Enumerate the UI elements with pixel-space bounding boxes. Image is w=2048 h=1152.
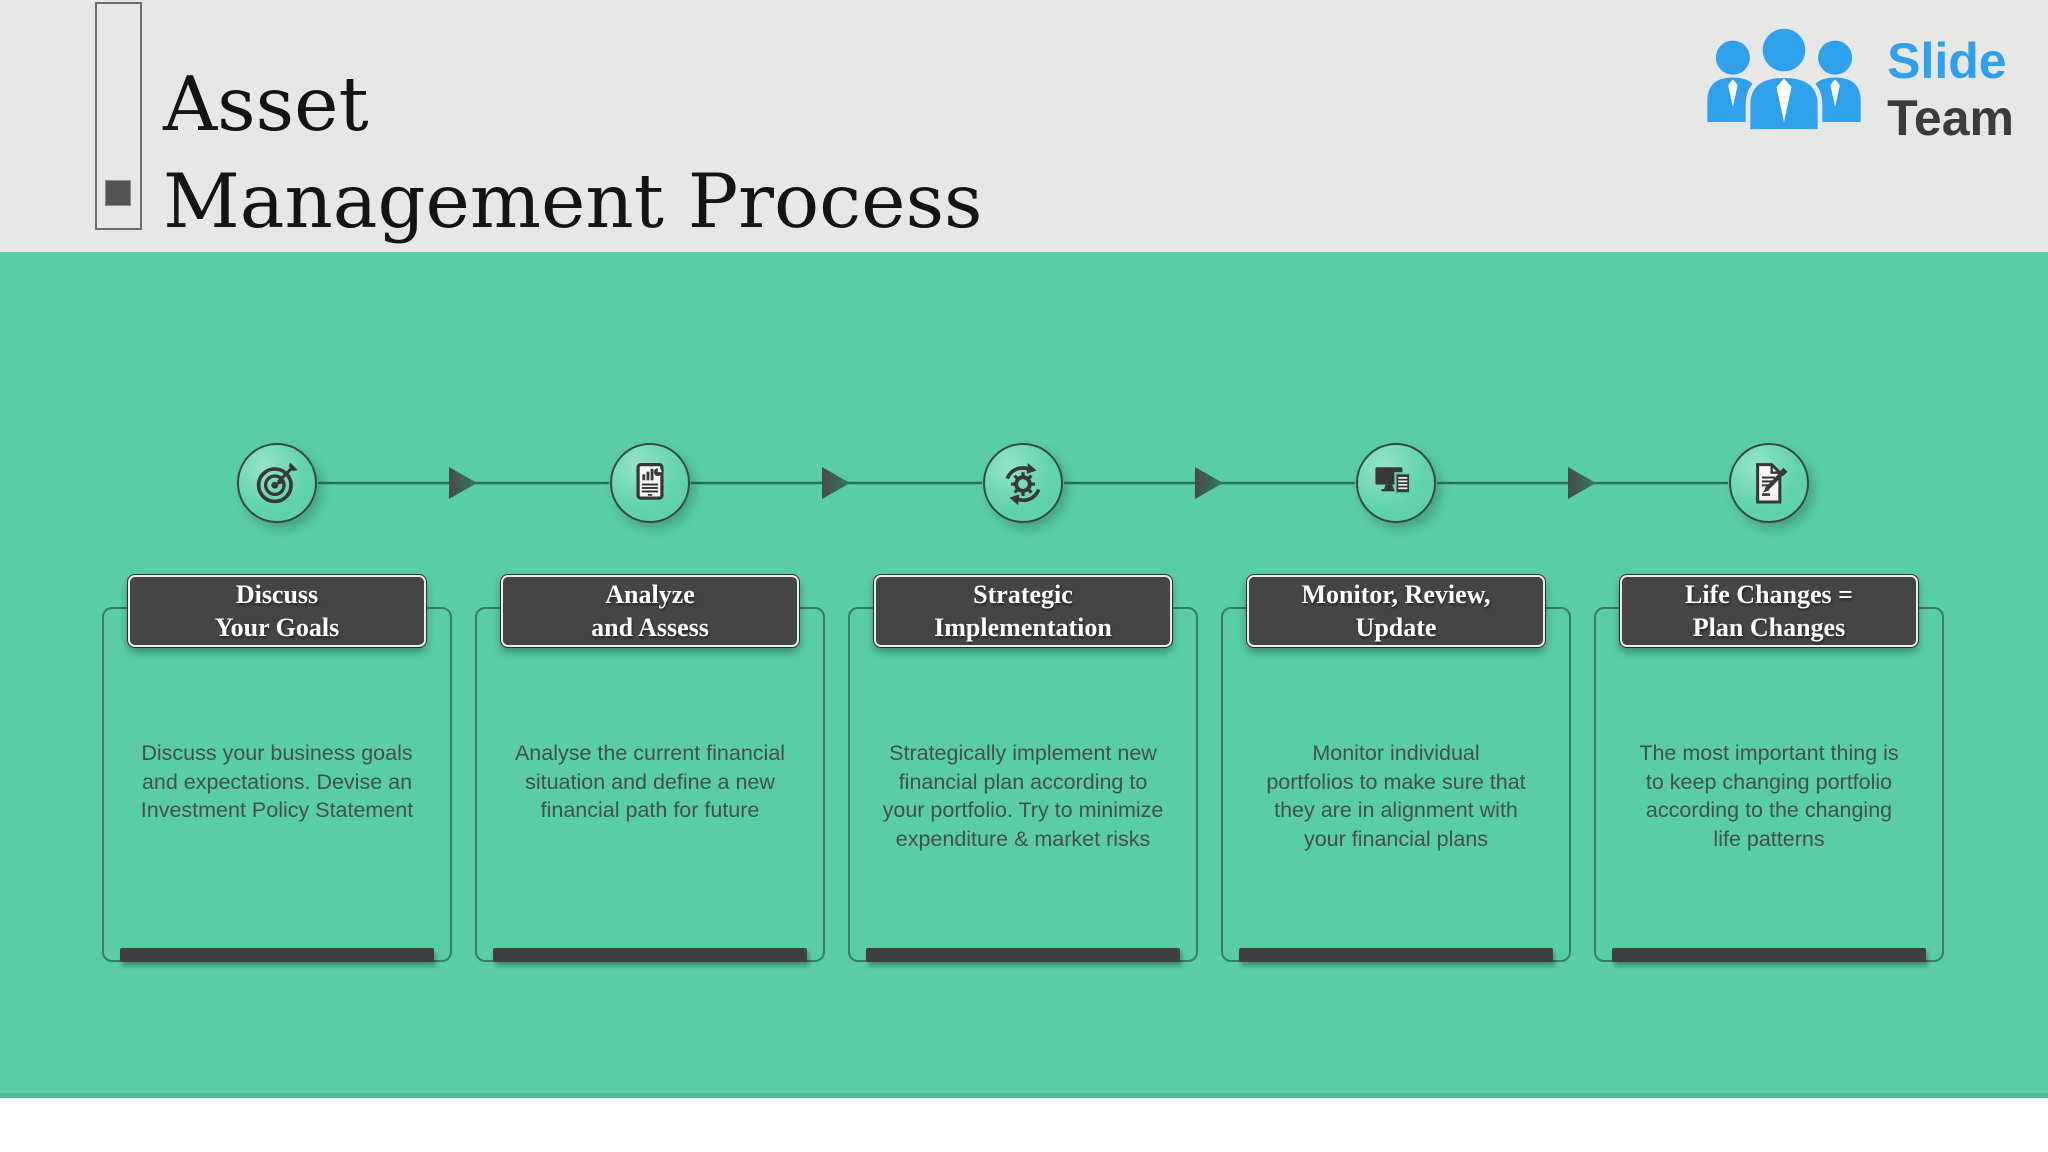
step-1-description: Discuss your business goals and expectat…	[140, 741, 414, 822]
step-1-card: Discuss your business goals and expectat…	[102, 607, 452, 962]
bullet-square	[105, 180, 131, 206]
step-5-title-box: Life Changes = Plan Changes	[1620, 575, 1918, 647]
step-1-footer-bar	[120, 948, 434, 962]
step-4-footer-bar	[1239, 948, 1553, 962]
target-icon	[251, 457, 303, 509]
step-5-title: Life Changes = Plan Changes	[1685, 580, 1853, 642]
step-2-title-box: Analyze and Assess	[501, 575, 799, 647]
step-1-title-box: Discuss Your Goals	[128, 575, 426, 647]
step-1-title: Discuss Your Goals	[214, 580, 340, 642]
step-2-card: Analyse the current financial situation …	[475, 607, 825, 962]
step-5-card: The most important thing is to keep chan…	[1594, 607, 1944, 962]
logo-text: Slide Team	[1887, 33, 2014, 147]
step-1-icon-circle	[237, 443, 317, 523]
slideteam-logo: Slide Team	[1689, 16, 2014, 163]
team-people-icon	[1689, 16, 1879, 163]
logo-word-team: Team	[1887, 89, 2014, 146]
step-2-title: Analyze and Assess	[591, 580, 709, 642]
step-3-title-box: Strategic Implementation	[874, 575, 1172, 647]
step-4-icon-circle	[1356, 443, 1436, 523]
monitor-report-icon	[1370, 457, 1422, 509]
step-4-title: Monitor, Review, Update	[1301, 580, 1491, 642]
step-2-icon-circle	[610, 443, 690, 523]
step-3-footer-bar	[866, 948, 1180, 962]
logo-word-slide: Slide	[1887, 32, 2007, 89]
step-4-card: Monitor individual portfolios to make su…	[1221, 607, 1571, 962]
step-4-description: Monitor individual portfolios to make su…	[1266, 741, 1526, 851]
page-title: Asset Management Process	[163, 60, 983, 245]
step-2-description: Analyse the current financial situation …	[514, 741, 786, 822]
step-3-description: Strategically implement new financial pl…	[882, 741, 1164, 851]
bottom-strip	[0, 1098, 2048, 1152]
report-tablet-icon	[624, 457, 676, 509]
header-band	[0, 0, 2048, 252]
step-4-title-box: Monitor, Review, Update	[1247, 575, 1545, 647]
decorative-rectangle	[95, 2, 142, 230]
step-5-icon-circle	[1729, 443, 1809, 523]
step-5-footer-bar	[1612, 948, 1926, 962]
gear-sync-icon	[997, 457, 1049, 509]
step-2-footer-bar	[493, 948, 807, 962]
step-3-title: Strategic Implementation	[934, 580, 1112, 642]
step-3-card: Strategically implement new financial pl…	[848, 607, 1198, 962]
step-3-icon-circle	[983, 443, 1063, 523]
step-5-description: The most important thing is to keep chan…	[1639, 741, 1899, 851]
document-pen-icon	[1743, 457, 1795, 509]
